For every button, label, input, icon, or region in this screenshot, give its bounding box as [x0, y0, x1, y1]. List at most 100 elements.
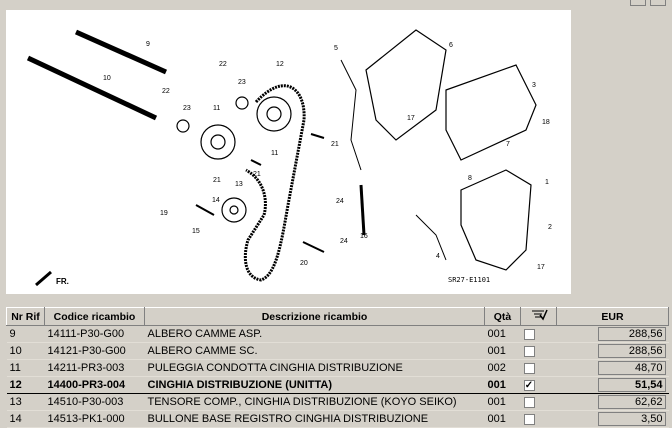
- price-value: 288,56: [597, 344, 666, 358]
- svg-text:13: 13: [235, 181, 243, 188]
- cell-code: 14111-P30-G00: [44, 325, 145, 343]
- svg-text:6: 6: [449, 42, 453, 49]
- front-arrow: [35, 270, 52, 287]
- diagram-panel: 9 10 22 22 23 23 11 11 12 5 6 3 17 18 7 …: [6, 0, 666, 294]
- cell-eur: 48,70: [556, 359, 669, 377]
- svg-text:5: 5: [334, 45, 338, 52]
- svg-text:16: 16: [360, 233, 368, 240]
- select-checkbox[interactable]: [523, 328, 535, 340]
- svg-text:2: 2: [548, 224, 552, 231]
- cell-eur: 3,50: [556, 410, 669, 428]
- col-desc-header[interactable]: Descrizione ricambio: [144, 307, 485, 326]
- cell-code: 14510-P30-003: [44, 393, 145, 411]
- cell-qty: 001: [484, 342, 521, 360]
- svg-text:11: 11: [213, 105, 220, 112]
- svg-text:8: 8: [468, 175, 472, 182]
- svg-text:22: 22: [219, 61, 227, 68]
- parts-table: Nr Rif Codice ricambio Descrizione ricam…: [6, 307, 669, 428]
- svg-text:24: 24: [336, 198, 344, 205]
- svg-text:9: 9: [146, 41, 150, 48]
- cell-code: 14400-PR3-004: [44, 376, 145, 394]
- cell-qty: 001: [484, 325, 521, 343]
- tensioner: [221, 197, 247, 223]
- diagram-code: SR27-E1101: [448, 276, 491, 284]
- zoom-in-button[interactable]: [630, 0, 646, 6]
- svg-text:22: 22: [162, 88, 170, 95]
- cell-ref: 9: [6, 325, 45, 343]
- cell-desc: CINGHIA DISTRIBUZIONE (UNITTA): [144, 376, 485, 394]
- col-code-header[interactable]: Codice ricambio: [44, 307, 145, 326]
- svg-text:17: 17: [407, 115, 415, 122]
- cell-eur: 288,56: [556, 342, 669, 360]
- timing-belt: [243, 84, 306, 282]
- cell-select: [520, 342, 557, 360]
- select-checkbox[interactable]: [523, 413, 535, 425]
- price-value: 62,62: [597, 395, 666, 409]
- cell-select: [520, 410, 557, 428]
- svg-text:23: 23: [238, 79, 246, 86]
- svg-text:11: 11: [271, 150, 278, 157]
- cell-desc: BULLONE BASE REGISTRO CINGHIA DISTRIBUZI…: [144, 410, 485, 428]
- cell-qty: 001: [484, 376, 521, 394]
- cell-ref: 10: [6, 342, 45, 360]
- svg-text:3: 3: [532, 82, 536, 89]
- svg-text:17: 17: [537, 264, 545, 271]
- cell-code: 14121-P30-G00: [44, 342, 145, 360]
- cell-eur: 288,56: [556, 325, 669, 343]
- select-checkbox[interactable]: [523, 362, 535, 374]
- svg-text:14: 14: [212, 197, 220, 204]
- select-checkbox[interactable]: ✓: [523, 379, 535, 391]
- svg-text:20: 20: [300, 260, 308, 267]
- parts-drawing: 9 10 22 22 23 23 11 11 12 5 6 3 17 18 7 …: [26, 29, 552, 287]
- camshaft-intake: [74, 29, 168, 75]
- table-header: Nr Rif Codice ricambio Descrizione ricam…: [6, 307, 669, 326]
- col-ref-header[interactable]: Nr Rif: [6, 307, 45, 326]
- cart-check-icon[interactable]: [520, 307, 557, 326]
- col-qty-header[interactable]: Qtà: [484, 307, 521, 326]
- cell-ref: 13: [6, 393, 45, 411]
- price-value: 3,50: [597, 412, 666, 426]
- select-checkbox[interactable]: [523, 345, 535, 357]
- exploded-parts-diagram[interactable]: 9 10 22 22 23 23 11 11 12 5 6 3 17 18 7 …: [6, 10, 571, 294]
- cell-desc: TENSORE COMP., CINGHIA DISTRIBUZIONE (KO…: [144, 393, 485, 411]
- cell-eur: 62,62: [556, 393, 669, 411]
- svg-text:18: 18: [542, 119, 550, 126]
- svg-text:15: 15: [192, 228, 200, 235]
- col-eur-header[interactable]: EUR: [556, 307, 669, 326]
- cell-desc: ALBERO CAMME ASP.: [144, 325, 485, 343]
- select-checkbox[interactable]: [523, 396, 535, 408]
- svg-text:19: 19: [160, 210, 168, 217]
- upper-cover-rear: [365, 29, 447, 141]
- camshaft-exhaust: [26, 55, 158, 121]
- svg-text:24: 24: [340, 238, 348, 245]
- svg-text:21: 21: [213, 177, 221, 184]
- svg-text:21: 21: [331, 141, 339, 148]
- cell-select: [520, 325, 557, 343]
- zoom-out-button[interactable]: [650, 0, 666, 6]
- svg-text:23: 23: [183, 105, 191, 112]
- gasket: [340, 59, 362, 171]
- cell-qty: 001: [484, 393, 521, 411]
- cell-ref: 11: [6, 359, 45, 377]
- svg-text:1: 1: [545, 179, 549, 186]
- cell-desc: PULEGGIA CONDOTTA CINGHIA DISTRIBUZIONE: [144, 359, 485, 377]
- cell-select: [520, 359, 557, 377]
- pulley-right: [256, 96, 292, 132]
- svg-text:12: 12: [276, 61, 284, 68]
- cell-select: [520, 393, 557, 411]
- cell-desc: ALBERO CAMME SC.: [144, 342, 485, 360]
- cell-qty: 002: [484, 359, 521, 377]
- cell-qty: 001: [484, 410, 521, 428]
- upper-cover-front: [445, 64, 537, 161]
- price-value: 48,70: [597, 361, 666, 375]
- price-value: 51,54: [597, 378, 666, 392]
- lower-cover: [460, 169, 532, 271]
- svg-text:4: 4: [436, 253, 440, 260]
- price-value: 288,56: [597, 327, 666, 341]
